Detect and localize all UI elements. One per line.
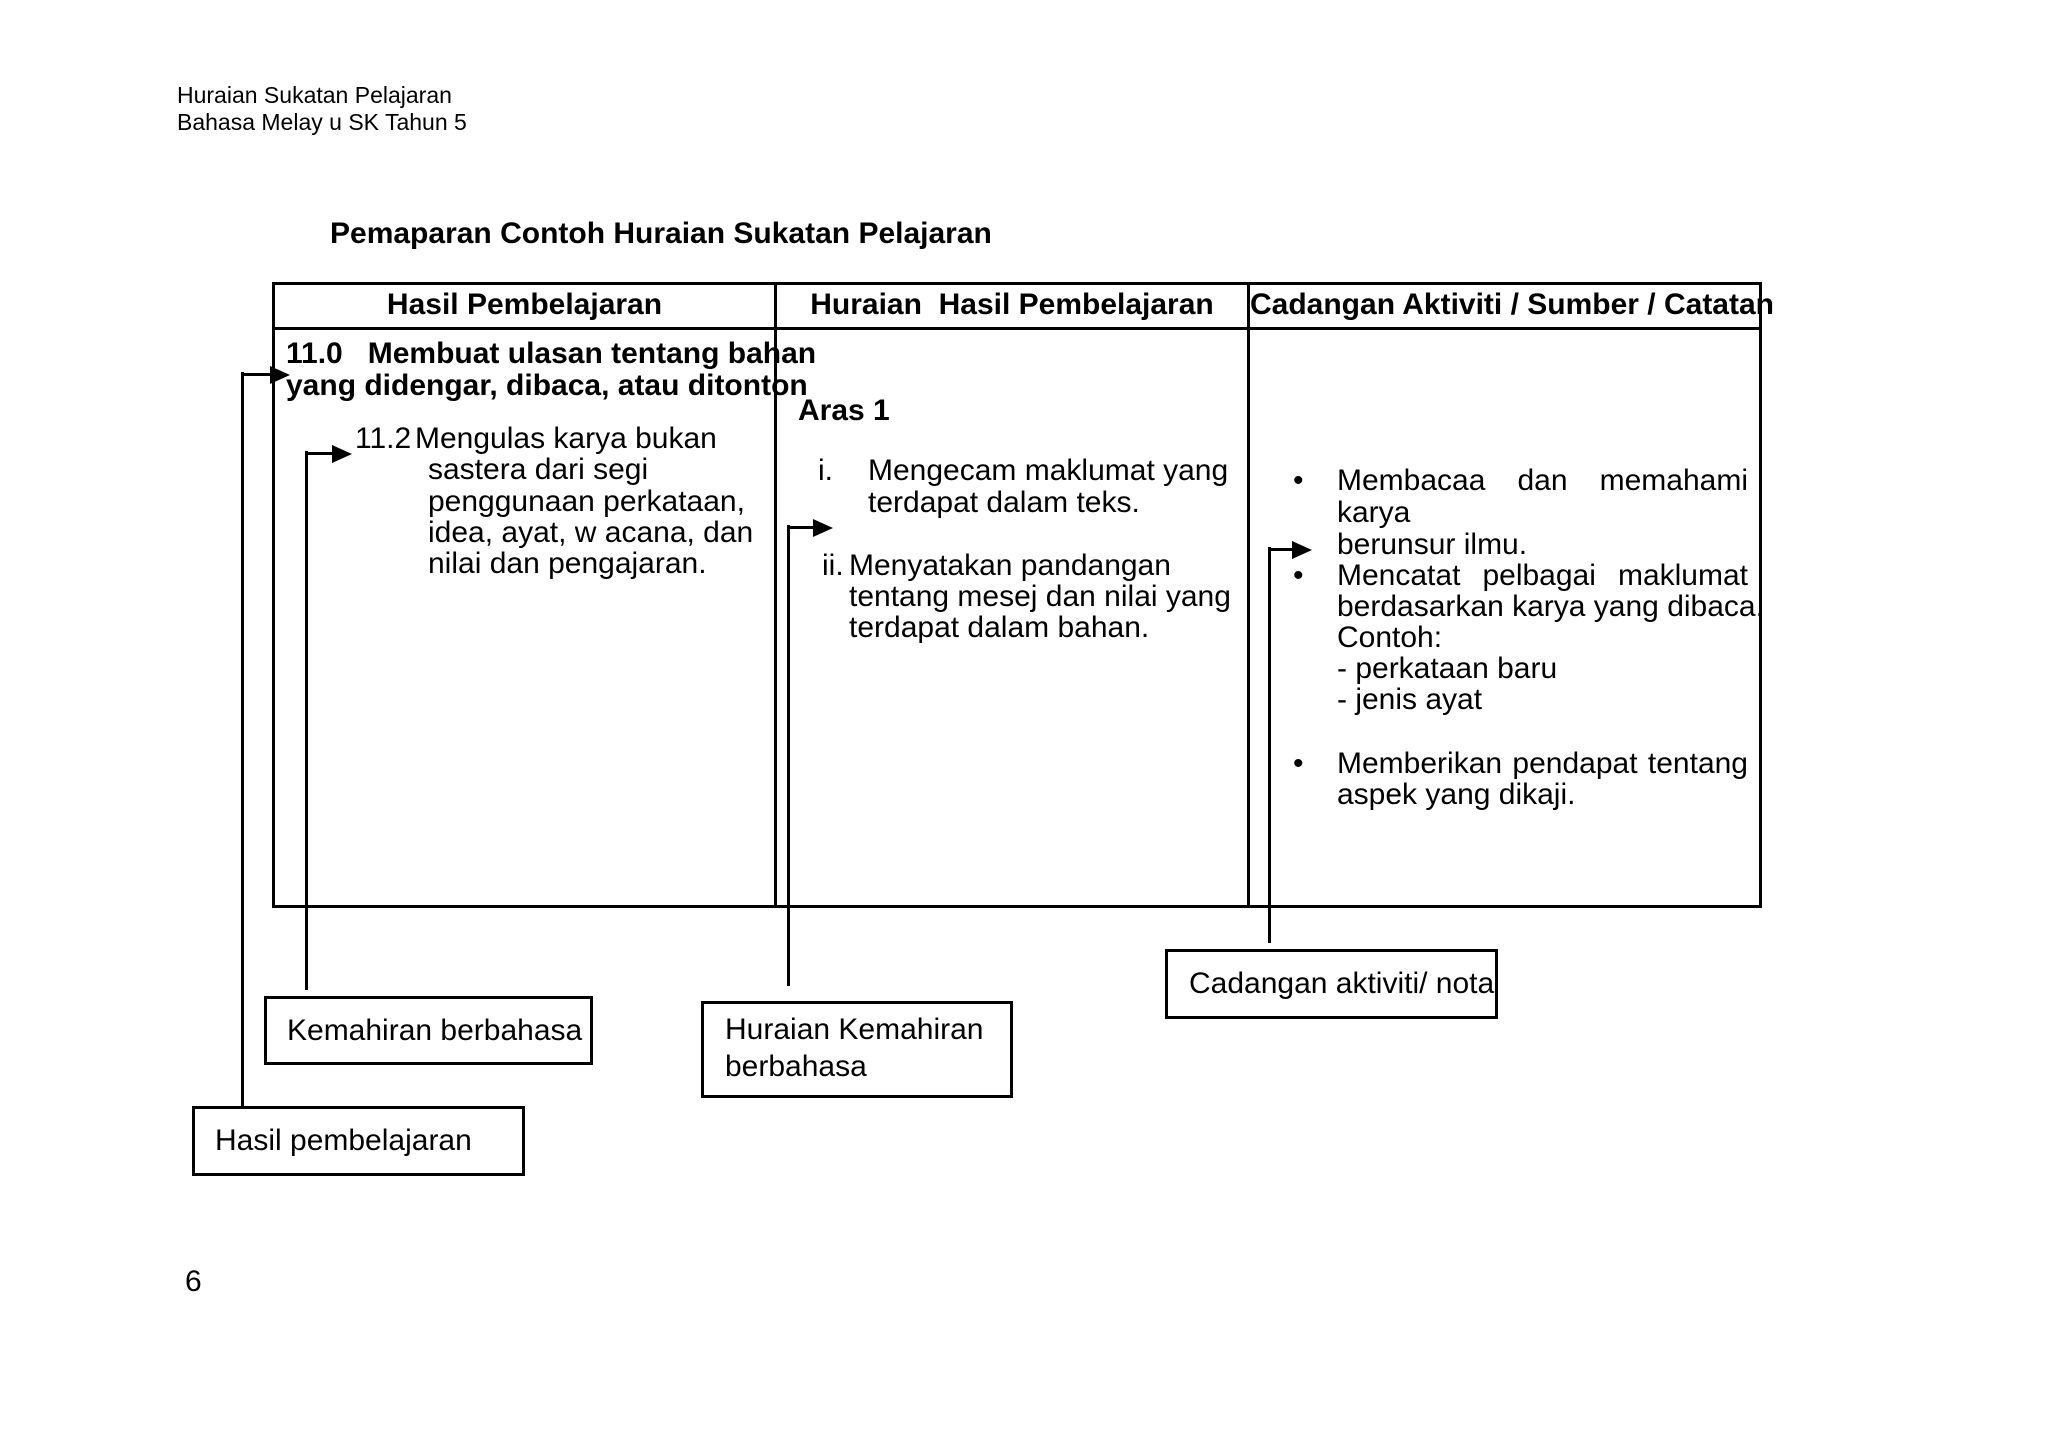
- column-header-hasil-pembelajaran: Hasil Pembelajaran: [386, 288, 663, 321]
- description-line: tentang mesej dan nilai yang: [849, 580, 1231, 613]
- activity-line: berunsur ilmu.: [1337, 528, 1528, 561]
- table-frame: [272, 282, 1762, 908]
- description-item-text: Mengecam maklumat yang terdapat dalam te…: [868, 455, 1228, 519]
- activity-line: - jenis ayat: [1337, 683, 1483, 716]
- activity-line: Memberikan pendapat tentang: [1337, 747, 1748, 780]
- item-line: penggunaan perkataan,: [428, 484, 745, 518]
- description-item-number: i.: [818, 454, 833, 487]
- description-line: terdapat dalam teks.: [868, 486, 1140, 519]
- item-line: nilai dan pengajaran.: [428, 547, 707, 581]
- table-column-divider-2: [1247, 282, 1250, 908]
- connector-hasil-vertical: [241, 372, 244, 1107]
- learning-outcome-heading-line1: 11.0 Membuat ulasan tentang bahan: [286, 337, 817, 370]
- activity-bullet-text: Mencatat pelbagai maklumat berdasarkan k…: [1337, 559, 1764, 716]
- connector-cadangan-horizontal: [1268, 548, 1294, 551]
- description-item-text: Menyatakan pandangan tentang mesej dan n…: [849, 550, 1231, 643]
- connector-hasil-arrowhead: [270, 366, 290, 384]
- table-header-divider: [272, 327, 1762, 330]
- bullet-icon: •: [1293, 464, 1304, 497]
- connector-kemahiran-horizontal: [305, 452, 335, 455]
- page-number: 6: [185, 1265, 202, 1298]
- item-line: idea, ayat, w acana, dan: [428, 515, 754, 549]
- page-header-line1: Huraian Sukatan Pelajaran: [177, 82, 452, 108]
- callout-label-line1: Huraian Kemahiran: [725, 1013, 984, 1046]
- activity-line: Membacaa dan memahami karya: [1337, 464, 1748, 529]
- connector-huraian-horizontal: [787, 526, 815, 529]
- item-line: Mengulas karya bukan: [415, 422, 717, 455]
- activity-line: Contoh:: [1337, 621, 1443, 654]
- activity-bullet-text: Membacaa dan memahami karya berunsur ilm…: [1337, 465, 1748, 561]
- connector-hasil-horizontal: [241, 373, 273, 376]
- callout-label-line2: berbahasa: [725, 1050, 867, 1083]
- item-line: sastera dari segi: [428, 453, 649, 487]
- callout-label: Cadangan aktiviti/ nota: [1189, 967, 1495, 1000]
- learning-outcome-item-text: Mengulas karya bukan sastera dari segi p…: [415, 422, 754, 581]
- column-header-huraian-hasil-pembelajaran: Huraian Hasil Pembelajaran: [810, 288, 1214, 321]
- activity-line: - perkataan baru: [1337, 652, 1558, 685]
- activity-line: Mencatat pelbagai maklumat: [1337, 559, 1748, 592]
- bullet-icon: •: [1293, 559, 1304, 592]
- level-label: Aras 1: [798, 394, 890, 427]
- learning-outcome-heading: 11.0 Membuat ulasan tentang bahan yang d…: [286, 338, 816, 402]
- callout-huraian-kemahiran-berbahasa: Huraian Kemahiran berbahasa: [701, 1001, 1013, 1098]
- callout-label: Huraian Kemahiran berbahasa: [725, 1004, 983, 1085]
- learning-outcome-item-number: 11.2: [355, 422, 412, 455]
- callout-kemahiran-berbahasa: Kemahiran berbahasa: [264, 996, 593, 1065]
- callout-label: Hasil pembelajaran: [215, 1124, 472, 1157]
- callout-label: Kemahiran berbahasa: [287, 1013, 583, 1047]
- description-line: Menyatakan pandangan: [849, 549, 1171, 582]
- column-header-cadangan-aktiviti: Cadangan Aktiviti / Sumber / Catatan: [1250, 288, 1774, 321]
- callout-cadangan-aktiviti-nota: Cadangan aktiviti/ nota: [1165, 949, 1498, 1019]
- bullet-icon: •: [1293, 747, 1304, 780]
- connector-kemahiran-arrowhead: [332, 445, 352, 463]
- table-column-divider-1: [774, 282, 777, 908]
- learning-outcome-heading-line2: yang didengar, dibaca, atau ditonton: [286, 369, 808, 402]
- page-header-line2: Bahasa Melay u SK Tahun 5: [177, 109, 467, 135]
- activity-bullet-text: Memberikan pendapat tentang aspek yang d…: [1337, 748, 1748, 810]
- activity-line: berdasarkan karya yang dibaca.: [1337, 590, 1764, 623]
- connector-huraian-vertical: [787, 525, 790, 986]
- page-title: Pemaparan Contoh Huraian Sukatan Pelajar…: [330, 217, 992, 250]
- description-line: Mengecam maklumat yang: [868, 454, 1229, 487]
- callout-hasil-pembelajaran: Hasil pembelajaran: [192, 1106, 525, 1176]
- page-header: Huraian Sukatan Pelajaran Bahasa Melay u…: [177, 82, 467, 136]
- connector-huraian-arrowhead: [813, 519, 833, 537]
- connector-cadangan-arrowhead: [1292, 541, 1312, 559]
- connector-cadangan-vertical: [1268, 547, 1271, 943]
- connector-kemahiran-vertical: [305, 451, 308, 990]
- description-line: terdapat dalam bahan.: [849, 611, 1150, 644]
- activity-line: aspek yang dikaji.: [1337, 778, 1576, 811]
- description-item-number: ii.: [822, 549, 844, 582]
